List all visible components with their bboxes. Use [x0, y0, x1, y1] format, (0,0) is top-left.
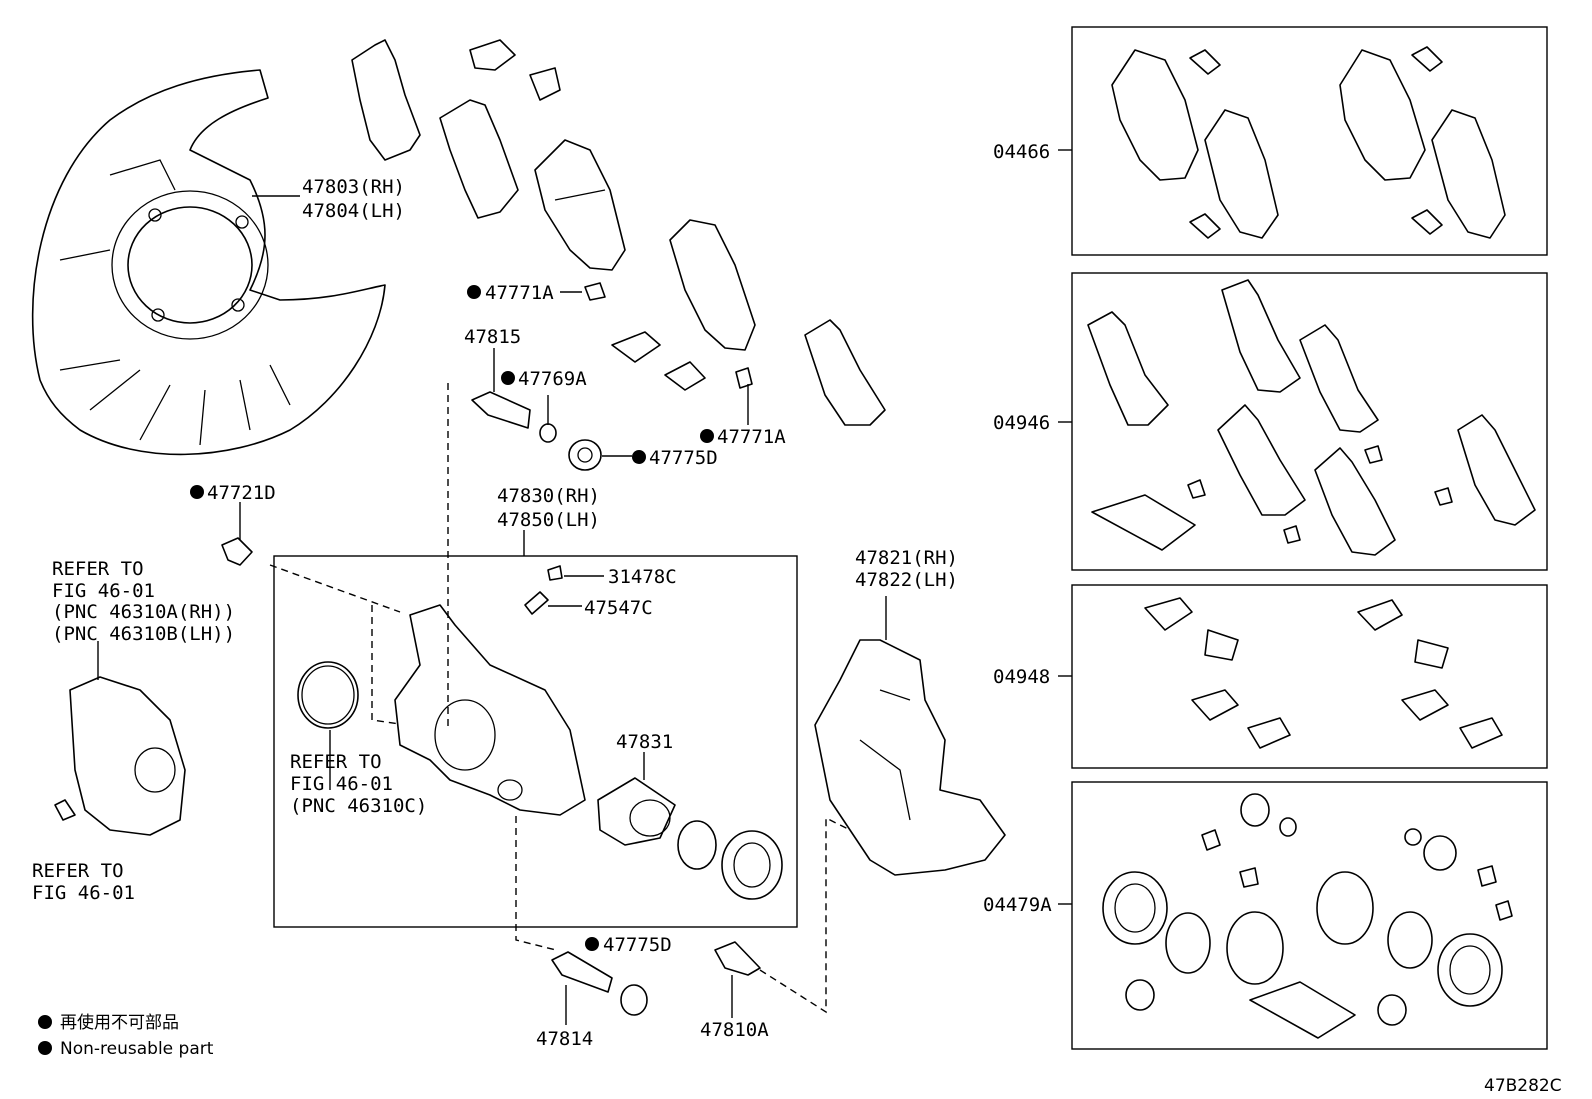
label-47830-rh: 47830(RH) — [497, 485, 600, 507]
label-kit-04948: 04948 — [993, 666, 1050, 688]
refer-bottom-line2: FIG 46-01 — [32, 882, 135, 904]
legend-dot-jp — [38, 1015, 52, 1029]
kit-04946-shims — [1087, 279, 1536, 556]
slide-pin-upper-drawing — [471, 391, 531, 429]
pin-boot-lower-drawing — [620, 984, 648, 1016]
label-47810a: 47810A — [700, 1019, 769, 1041]
leader-lines — [97, 149, 1072, 1025]
label-47850-lh: 47850(LH) — [497, 509, 600, 531]
bolt-47721d-drawing — [221, 537, 253, 566]
refer-left-line4: (PNC 46310B(LH)) — [52, 623, 235, 645]
caliper-assembly-box — [273, 555, 798, 928]
dashed-guides — [269, 383, 851, 1014]
refer-left-line3: (PNC 46310A(RH)) — [52, 601, 235, 623]
label-47769a: 47769A — [518, 368, 587, 390]
kit-04479a-seals — [1102, 793, 1513, 1039]
diagram-code: 47B282C — [1484, 1076, 1562, 1096]
brake-pad-1-drawing — [534, 139, 626, 271]
piston-drawing — [597, 777, 676, 846]
kit-04466-pads — [1111, 46, 1506, 239]
label-47771a-lower: 47771A — [717, 426, 786, 448]
label-47803-rh: 47803(RH) — [302, 176, 405, 198]
label-47775d-lower: 47775D — [603, 934, 672, 956]
label-kit-04479a: 04479A — [983, 894, 1052, 916]
refer-mid-line3: (PNC 46310C) — [290, 795, 427, 817]
legend-text-jp: 再使用不可部品 — [60, 1012, 179, 1033]
label-kit-04946: 04946 — [993, 412, 1050, 434]
refer-bottom-line1: REFER TO — [32, 860, 124, 882]
refer-left-line2: FIG 46-01 — [52, 580, 155, 602]
label-47814: 47814 — [536, 1028, 593, 1050]
label-kit-04466: 04466 — [993, 141, 1050, 163]
kit-box-04479a — [1071, 781, 1548, 1050]
refer-left-line1: REFER TO — [52, 558, 144, 580]
pad-shim-2-drawing — [439, 99, 519, 219]
pad-shim-1-drawing — [351, 39, 421, 161]
bleeder-screw-drawing — [524, 565, 563, 615]
bolt-47810a-drawing — [714, 941, 761, 976]
caliper-mounting-drawing — [814, 639, 1006, 876]
clip-set-drawing — [469, 39, 753, 391]
legend: 再使用不可部品 Non-reusable part — [38, 1012, 214, 1059]
piston-seal-drawing — [677, 820, 717, 870]
label-47831: 47831 — [616, 731, 673, 753]
label-47775d-upper: 47775D — [649, 447, 718, 469]
reference-caliper-drawing — [54, 676, 186, 836]
kit-box-04466 — [1071, 26, 1548, 256]
caliper-body-drawing — [394, 604, 586, 816]
pad-shim-3-drawing — [804, 319, 886, 426]
label-47547c: 47547C — [584, 597, 653, 619]
kit-box-04946 — [1071, 272, 1548, 571]
refer-mid-line2: FIG 46-01 — [290, 773, 393, 795]
pin-boot-large-drawing — [568, 439, 602, 471]
label-47822-lh: 47822(LH) — [855, 569, 958, 591]
dust-shield-drawing — [31, 69, 386, 456]
label-47815: 47815 — [464, 326, 521, 348]
slide-pin-lower-drawing — [551, 951, 613, 993]
pin-boot-drawing — [539, 423, 557, 443]
cylinder-boot-drawing — [721, 830, 783, 900]
refer-mid-line1: REFER TO — [290, 751, 382, 773]
label-47721d: 47721D — [207, 482, 276, 504]
kit-04948-clips — [1144, 597, 1503, 749]
label-47771a-upper: 47771A — [485, 282, 554, 304]
legend-text-en: Non-reusable part — [60, 1039, 214, 1059]
legend-dot-en — [38, 1041, 52, 1055]
label-31478c: 31478C — [608, 566, 677, 588]
non-reusable-markers — [190, 285, 714, 951]
piston-seal-ring-drawing — [297, 661, 359, 729]
label-47821-rh: 47821(RH) — [855, 547, 958, 569]
label-47804-lh: 47804(LH) — [302, 200, 405, 222]
kit-box-04948 — [1071, 584, 1548, 769]
brake-pad-2-drawing — [669, 219, 756, 351]
